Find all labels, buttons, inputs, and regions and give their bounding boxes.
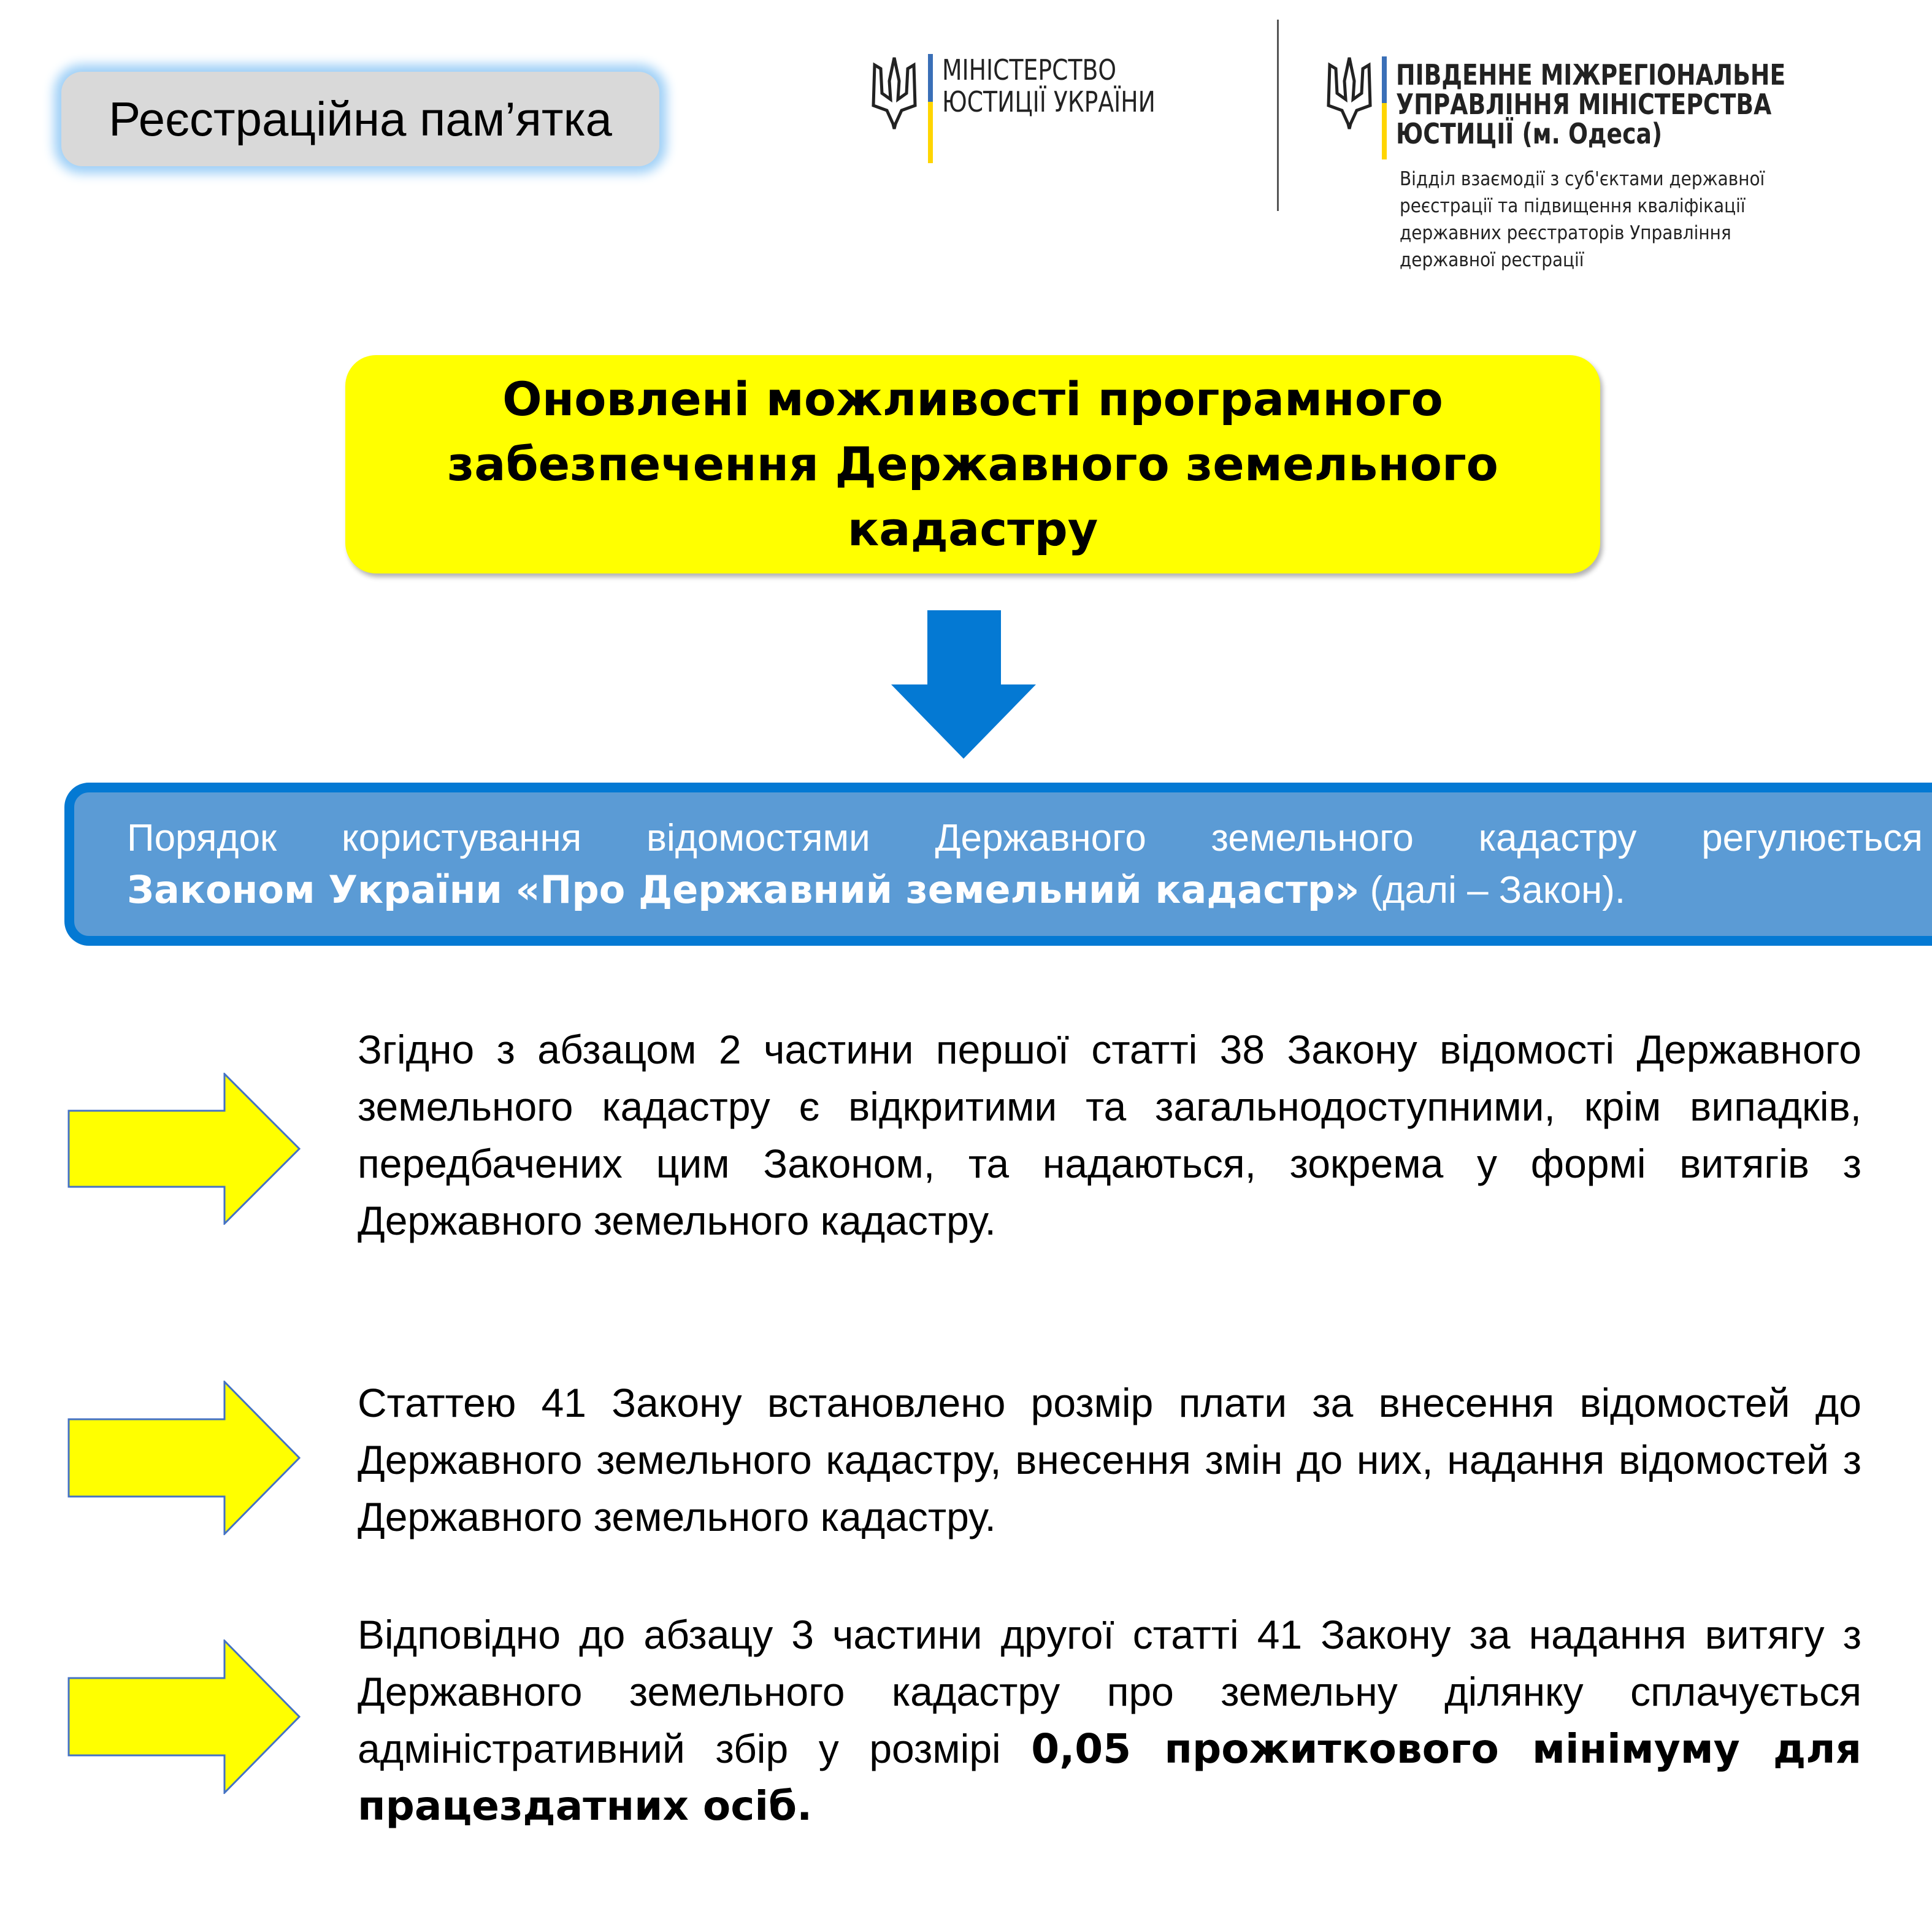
flag-yellow-bar bbox=[928, 102, 933, 163]
law-info-box: Порядок користування відомостями Державн… bbox=[64, 783, 1932, 946]
title-box: Оновлені можливості програмного забезпеч… bbox=[345, 355, 1600, 573]
regional-logo-text: ПІВДЕННЕ МІЖРЕГІОНАЛЬНЕ УПРАВЛІННЯ МІНІС… bbox=[1396, 60, 1785, 148]
department-line: державної рестрації bbox=[1400, 249, 1584, 271]
page-title: Оновлені можливості програмного забезпеч… bbox=[447, 372, 1498, 556]
department-line: Відділ взаємодії з суб'єктами державної bbox=[1400, 168, 1765, 190]
law-name: Законом України «Про Державний земельний… bbox=[127, 867, 1360, 912]
paragraph-2: Статтею 41 Закону встановлено розмір пла… bbox=[358, 1380, 1861, 1539]
regional-line2: УПРАВЛІННЯ МІНІСТЕРСТВА bbox=[1396, 88, 1772, 121]
department-line: державних реєстраторів Управління bbox=[1400, 222, 1731, 244]
logo-divider bbox=[1277, 20, 1279, 211]
flag-yellow-bar bbox=[1382, 103, 1387, 159]
info-suffix: (далі – Закон). bbox=[1359, 868, 1626, 911]
paragraph-3-text: Відповідно до абзацу 3 частини другої ст… bbox=[358, 1612, 1861, 1771]
fee-amount: 0,05 прожиткового мінімуму для працездат… bbox=[358, 1725, 1861, 1830]
flag-blue-bar bbox=[928, 54, 933, 102]
ministry-line1: МІНІСТЕРСТВО bbox=[942, 53, 1117, 86]
arrow-right-icon bbox=[67, 1073, 301, 1225]
flag-blue-bar bbox=[1382, 56, 1387, 103]
ministry-line2: ЮСТИЦІЇ УКРАЇНИ bbox=[942, 85, 1156, 118]
arrow-right-icon bbox=[67, 1639, 301, 1794]
paragraph-3: Відповідно до абзацу 3 частини другої ст… bbox=[358, 1606, 1861, 1834]
info-line1: Порядок користування відомостями Державн… bbox=[127, 816, 1923, 859]
paragraph-1: Згідно з абзацом 2 частини першої статті… bbox=[358, 1027, 1861, 1243]
memo-badge: Реєстраційна пам’ятка bbox=[61, 72, 659, 166]
regional-line3: ЮСТИЦІЇ (м. Одеса) bbox=[1396, 117, 1663, 150]
arrow-right-icon bbox=[67, 1381, 301, 1535]
trident-icon bbox=[1327, 57, 1372, 129]
trident-icon bbox=[872, 57, 917, 129]
memo-badge-label: Реєстраційна пам’ятка bbox=[109, 91, 612, 146]
down-arrow-icon bbox=[891, 610, 1036, 759]
department-line: реєстрації та підвищення кваліфікації bbox=[1400, 195, 1746, 217]
ministry-logo-text: МІНІСТЕРСТВО ЮСТИЦІЇ УКРАЇНИ bbox=[942, 54, 1156, 118]
department-text: Відділ взаємодії з суб'єктами державної … bbox=[1400, 166, 1765, 274]
regional-line1: ПІВДЕННЕ МІЖРЕГІОНАЛЬНЕ bbox=[1396, 58, 1786, 91]
